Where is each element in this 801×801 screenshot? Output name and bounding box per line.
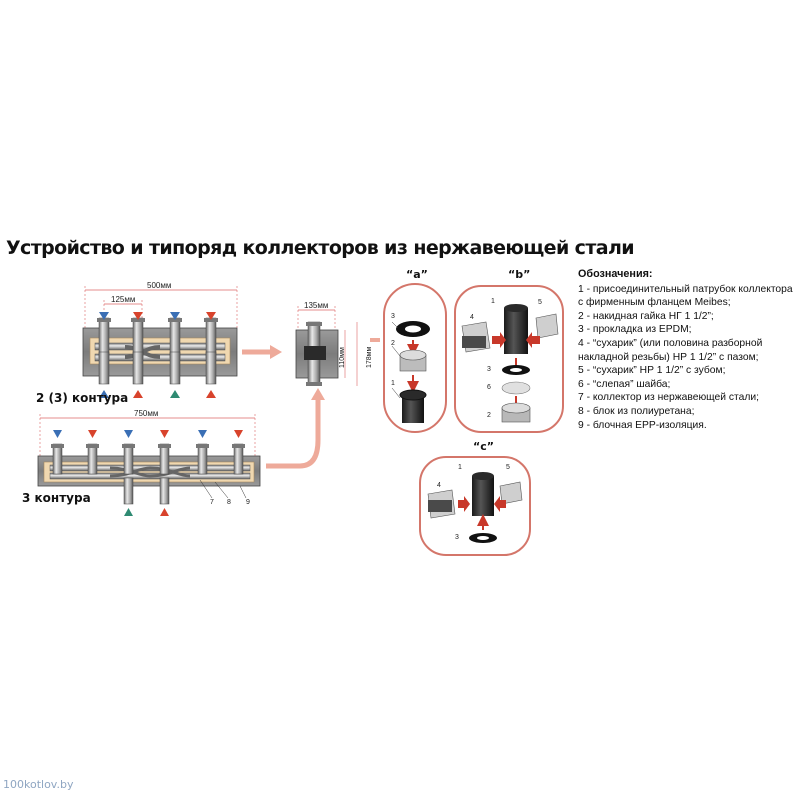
dim-110: 110мм xyxy=(339,347,346,368)
dim-135: 135мм xyxy=(304,301,329,310)
part-num-9: 9 xyxy=(246,499,250,506)
variant-a-label: “a” xyxy=(406,268,428,281)
label-2-3-contours: 2 (3) контура xyxy=(36,391,129,405)
legend-item: 1 - присоединительный патрубок коллектор… xyxy=(578,283,793,295)
variant-b-frame xyxy=(454,285,564,433)
label-3-contours: 3 контура xyxy=(22,491,91,505)
dim-500: 500мм xyxy=(147,281,172,290)
dim-178: 178мм xyxy=(366,346,373,368)
legend-heading: Обозначения: xyxy=(578,268,653,280)
legend-item: 4 - “сухарик” (или половина разборной xyxy=(578,337,763,349)
part-num-3-c: 3 xyxy=(455,534,459,541)
collector-2-3-contours xyxy=(82,286,238,398)
part-num-1-a: 1 xyxy=(391,380,395,387)
collector-3-contours xyxy=(37,414,261,516)
variant-b-label: “b” xyxy=(508,268,531,281)
variant-a-frame xyxy=(383,283,447,433)
legend-item: с фирменным фланцем Meibes; xyxy=(578,297,731,309)
part-num-1-b: 1 xyxy=(491,298,495,305)
part-num-7: 7 xyxy=(210,499,214,506)
part-num-5-c: 5 xyxy=(506,464,510,471)
legend-item: 9 - блочная EPP-изоляция. xyxy=(578,419,707,431)
legend-item: 6 - “слепая” шайба; xyxy=(578,378,671,390)
part-num-4-c: 4 xyxy=(437,482,441,489)
collector-side-view xyxy=(295,306,358,386)
legend-item: накладной резьбы) НР 1 1/2” с пазом; xyxy=(578,351,759,363)
page-title: Устройство и типоряд коллекторов из нерж… xyxy=(6,237,635,259)
variant-c-label: “c” xyxy=(473,440,494,453)
part-num-1-c: 1 xyxy=(458,464,462,471)
watermark: 100kotlov.by xyxy=(3,778,74,791)
part-num-6-b: 6 xyxy=(487,384,491,391)
part-num-2-a: 2 xyxy=(391,340,395,347)
dim-125: 125мм xyxy=(111,295,136,304)
part-num-2-b: 2 xyxy=(487,412,491,419)
legend-item: 5 - “сухарик” НР 1 1/2” с зубом; xyxy=(578,365,726,377)
legend-item: 3 - прокладка из EPDM; xyxy=(578,324,692,336)
legend: Обозначения: 1 - присоединительный патру… xyxy=(578,268,800,432)
dim-750: 750мм xyxy=(134,409,159,418)
part-num-3-b: 3 xyxy=(487,366,491,373)
part-num-4-b: 4 xyxy=(470,314,474,321)
part-num-5-b: 5 xyxy=(538,299,542,306)
legend-item: 2 - накидная гайка НГ 1 1/2”; xyxy=(578,310,714,322)
legend-item: 8 - блок из полиуретана; xyxy=(578,405,695,417)
legend-item: 7 - коллектор из нержавеющей стали; xyxy=(578,392,759,404)
variant-c-frame xyxy=(419,456,531,556)
part-num-8: 8 xyxy=(227,499,231,506)
part-num-3-a: 3 xyxy=(391,313,395,320)
arrow-up-to-side-view xyxy=(266,398,321,469)
